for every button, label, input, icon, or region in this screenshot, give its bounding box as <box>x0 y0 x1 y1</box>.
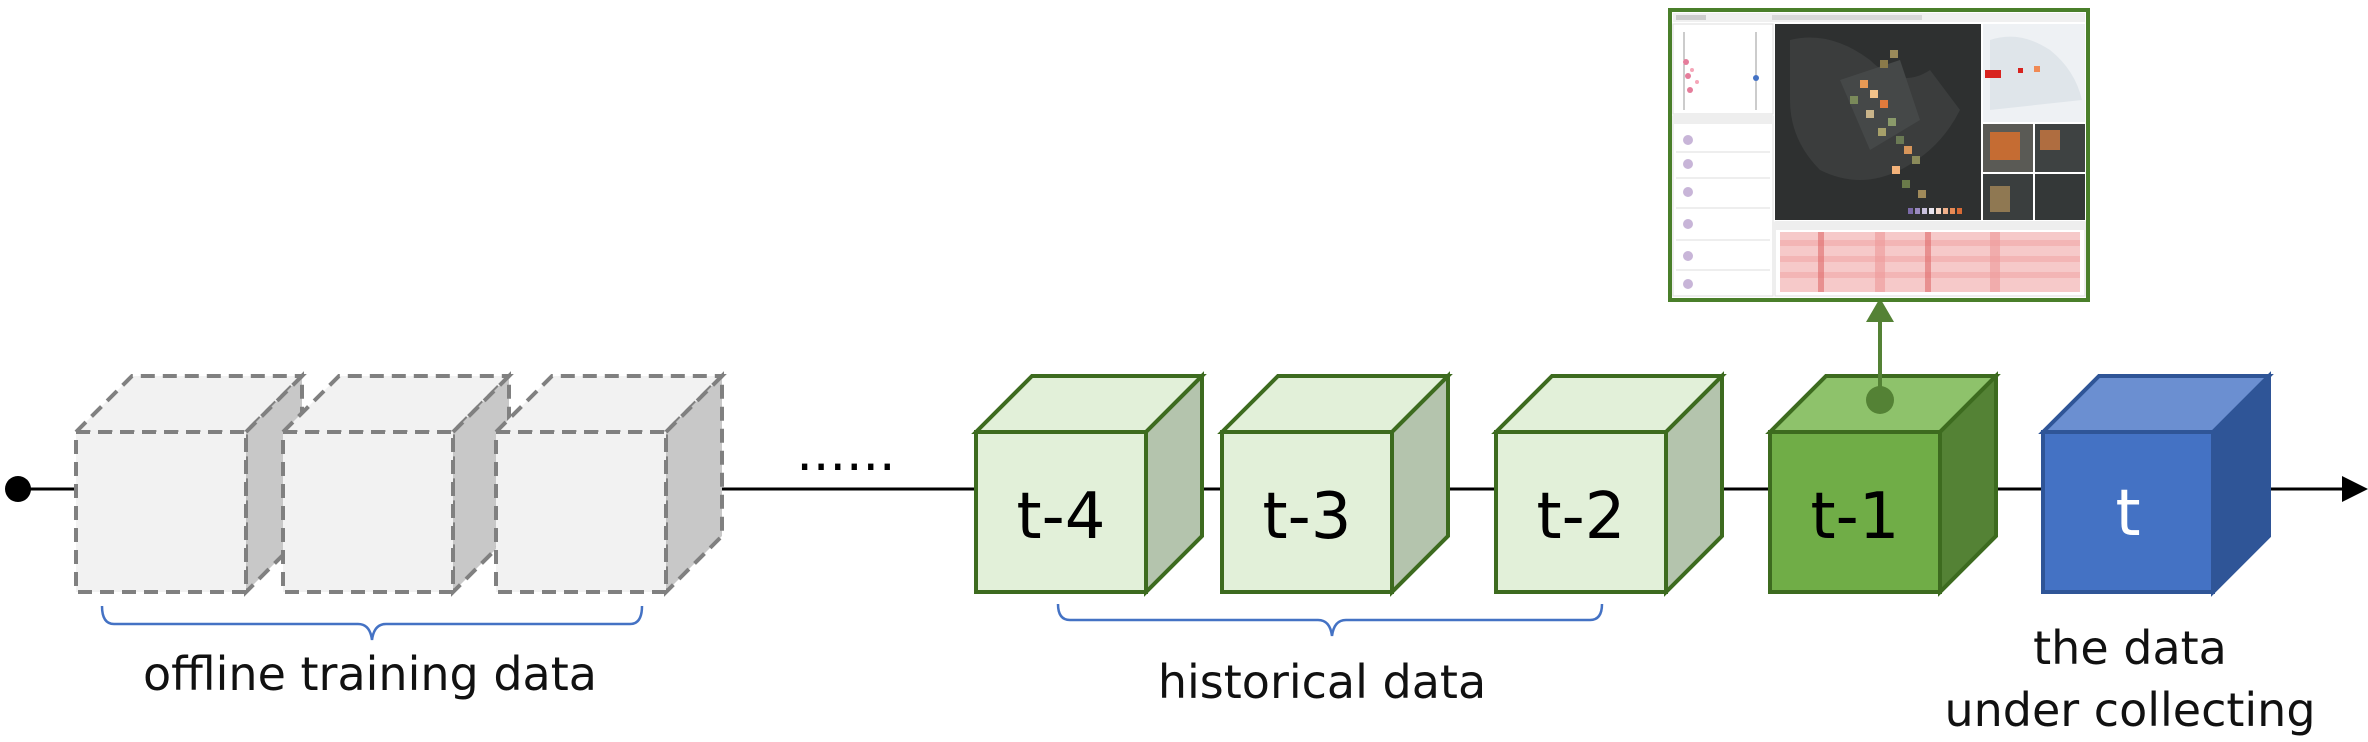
cube-label-t-4: t-4 <box>1017 480 1106 554</box>
cube-t-2: t-2 <box>1491 371 1727 597</box>
offline-cube-3 <box>491 371 727 597</box>
historical-brace <box>1056 603 1604 637</box>
cube-label-t: t <box>2115 477 2140 551</box>
offline-cube-1 <box>71 371 307 597</box>
cube-t-3: t-3 <box>1217 371 1453 597</box>
t-1-up-arrowhead <box>1866 298 1894 322</box>
cube-label-t-3: t-3 <box>1263 480 1352 554</box>
offline-cube-2 <box>278 371 514 597</box>
current-caption-line2: under collecting <box>1944 683 2315 737</box>
cube-t: t <box>2038 371 2274 597</box>
cube-label-t-2: t-2 <box>1537 480 1626 554</box>
offline-brace <box>100 605 644 641</box>
timeline-arrowhead <box>2342 476 2368 502</box>
ellipsis: ...... <box>796 423 895 483</box>
cube-t-4: t-4 <box>971 371 1207 597</box>
cube-t-1: t-1 <box>1765 371 2001 597</box>
historical-caption: historical data <box>1158 655 1486 709</box>
cube-label-t-1: t-1 <box>1811 480 1900 554</box>
visual-analytics-screenshot <box>1668 8 2090 302</box>
map-heat-cells <box>1850 50 1926 198</box>
timeline-start-dot <box>5 476 31 502</box>
current-caption-line1: the data <box>2033 621 2227 675</box>
offline-caption: offline training data <box>143 647 597 701</box>
